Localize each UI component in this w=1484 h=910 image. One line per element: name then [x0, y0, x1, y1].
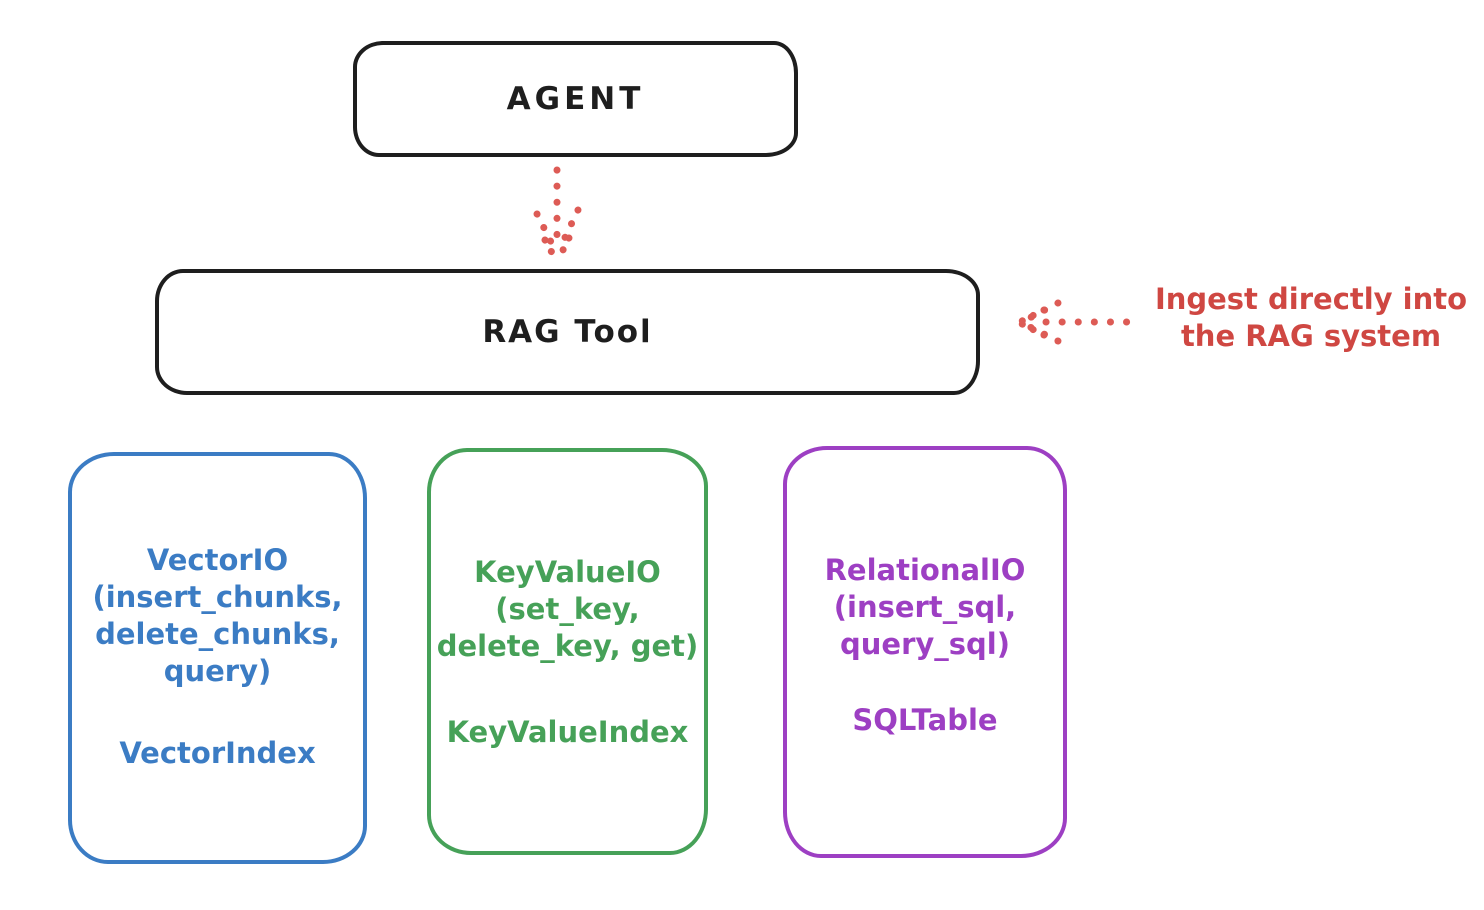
- keyvalue-index-label: KeyValueIndex: [446, 715, 689, 749]
- agent-box: AGENT: [353, 41, 798, 157]
- backend-box-vector-io: VectorIO (insert_chunks, delete_chunks, …: [68, 452, 367, 864]
- vector-io-methods-line3: query): [163, 654, 272, 688]
- backend-box-keyvalue-io: KeyValueIO (set_key, delete_key, get) Ke…: [427, 448, 708, 855]
- ingest-annotation: Ingest directly into the RAG system: [1138, 281, 1484, 355]
- vector-io-methods-line2: delete_chunks,: [95, 617, 340, 651]
- vector-io-methods-line1: (insert_chunks,: [92, 580, 343, 614]
- backend-box-relational-io: RelationalIO (insert_sql, query_sql) SQL…: [783, 446, 1067, 858]
- keyvalue-io-title: KeyValueIO: [474, 555, 661, 589]
- keyvalue-io-methods-line2: delete_key, get): [436, 629, 699, 663]
- rag-tool-label: RAG Tool: [482, 314, 653, 350]
- relational-io-methods-line2: query_sql): [840, 627, 1010, 661]
- ingest-annotation-line2: the RAG system: [1180, 319, 1442, 353]
- agent-label: AGENT: [506, 81, 645, 117]
- relational-io-methods-line1: (insert_sql,: [833, 590, 1017, 624]
- vector-io-title: VectorIO: [146, 543, 289, 577]
- relational-io-title: RelationalIO: [824, 553, 1026, 587]
- rag-tool-box: RAG Tool: [155, 269, 980, 395]
- sql-table-label: SQLTable: [852, 703, 998, 737]
- vector-index-label: VectorIndex: [119, 736, 316, 770]
- keyvalue-io-methods-line1: (set_key,: [495, 592, 640, 626]
- ingest-annotation-line1: Ingest directly into: [1154, 282, 1468, 316]
